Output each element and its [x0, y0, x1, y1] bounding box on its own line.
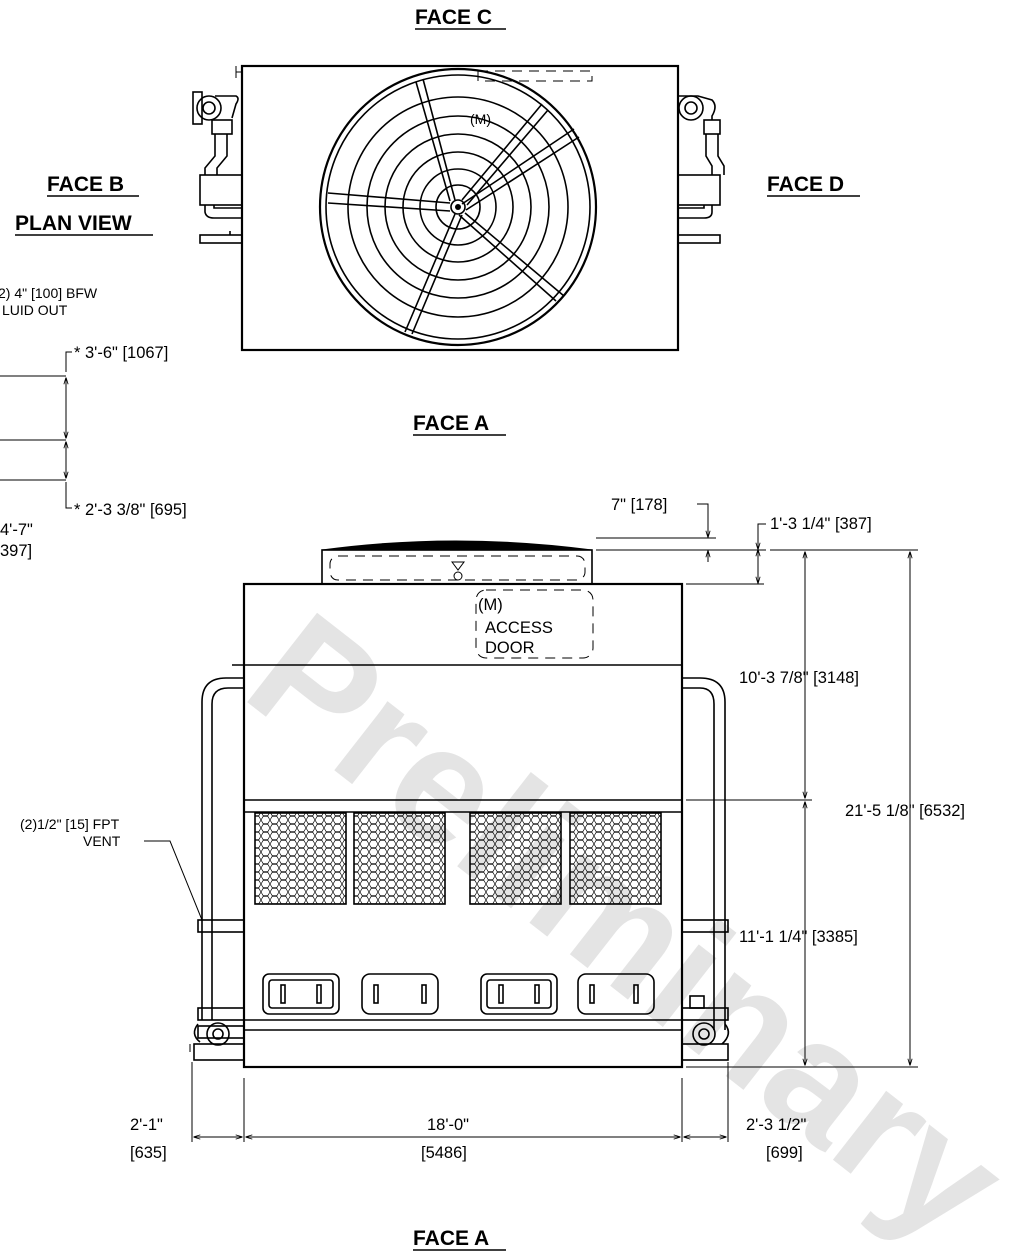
dim-left-line2: [635] [130, 1144, 167, 1162]
dim-fan-cowl: 7" [178] [611, 496, 667, 514]
dim-upper-height: 10'-3 7/8" [3148] [739, 669, 859, 687]
bfw-note-line2: LUID OUT [2, 302, 68, 318]
vent-note-line2: VENT [83, 833, 121, 849]
plan-motor-label: (M) [470, 111, 491, 127]
title-face-a-upper: FACE A [413, 412, 489, 435]
title-face-d: FACE D [767, 173, 844, 196]
dim-cowl-top: 1'-3 1/4" [387] [770, 515, 872, 533]
plan-dim-partial-2: 397] [0, 542, 32, 560]
dim-lower-height: 11'-1 1/4" [3385] [739, 928, 858, 946]
title-face-a-lower: FACE A [413, 1227, 489, 1250]
vent-note-line1: (2)1/2" [15] FPT [20, 816, 120, 832]
dim-left-line1: 2'-1" [130, 1116, 163, 1134]
plan-dim-top: * 3'-6" [1067] [74, 344, 168, 362]
plan-dim-bottom: * 2'-3 3/8" [695] [74, 501, 187, 519]
dim-right-line2: [699] [766, 1144, 803, 1162]
dim-width-line1: 18'-0" [427, 1116, 469, 1134]
watermark: Preliminary [217, 578, 1017, 1251]
title-plan-view: PLAN VIEW [15, 212, 132, 235]
title-face-c: FACE C [415, 6, 492, 29]
dim-width-line2: [5486] [421, 1144, 467, 1162]
access-door-line2: ACCESS [485, 619, 553, 637]
title-face-b: FACE B [47, 173, 124, 196]
dim-total-height: 21'-5 1/8" [6532] [845, 802, 965, 820]
elevation-view: (M) ACCESS DOOR [20, 496, 965, 1162]
access-door-line3: DOOR [485, 639, 535, 657]
dim-right-line1: 2'-3 1/2" [746, 1116, 807, 1134]
access-door-line1: (M) [478, 596, 503, 614]
plan-dim-partial-1: 4'-7" [0, 521, 33, 539]
plan-view: (M) [0, 64, 725, 560]
bfw-note-line1: 2) 4" [100] BFW [0, 285, 98, 301]
